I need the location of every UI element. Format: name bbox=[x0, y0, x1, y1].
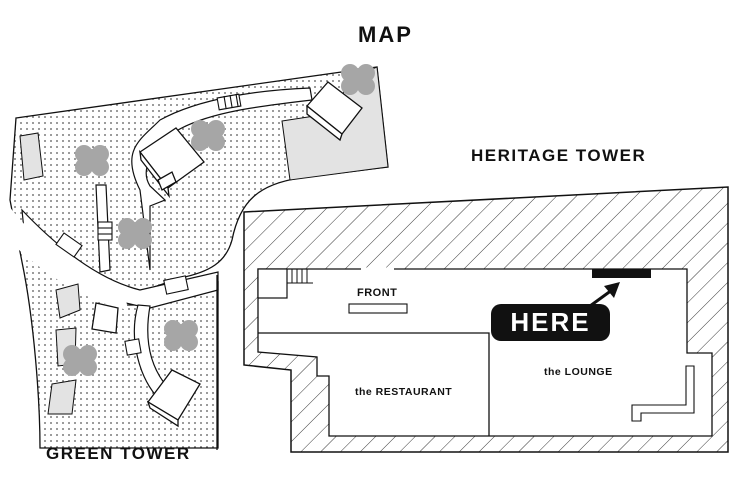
map-title: MAP bbox=[358, 22, 413, 47]
garden-area bbox=[8, 64, 389, 449]
lounge-label: the LOUNGE bbox=[544, 366, 613, 378]
heritage-tower-label: HERITAGE TOWER bbox=[471, 146, 647, 165]
restaurant-label: the RESTAURANT bbox=[355, 386, 453, 398]
front-desk bbox=[348, 303, 408, 314]
heritage-tower-plan bbox=[243, 186, 729, 453]
front-label: FRONT bbox=[357, 287, 398, 299]
lounge-bar bbox=[631, 365, 695, 422]
here-marker bbox=[592, 269, 651, 278]
green-tower-label: GREEN TOWER bbox=[46, 444, 191, 463]
you-are-here-badge: HERE bbox=[491, 304, 610, 341]
